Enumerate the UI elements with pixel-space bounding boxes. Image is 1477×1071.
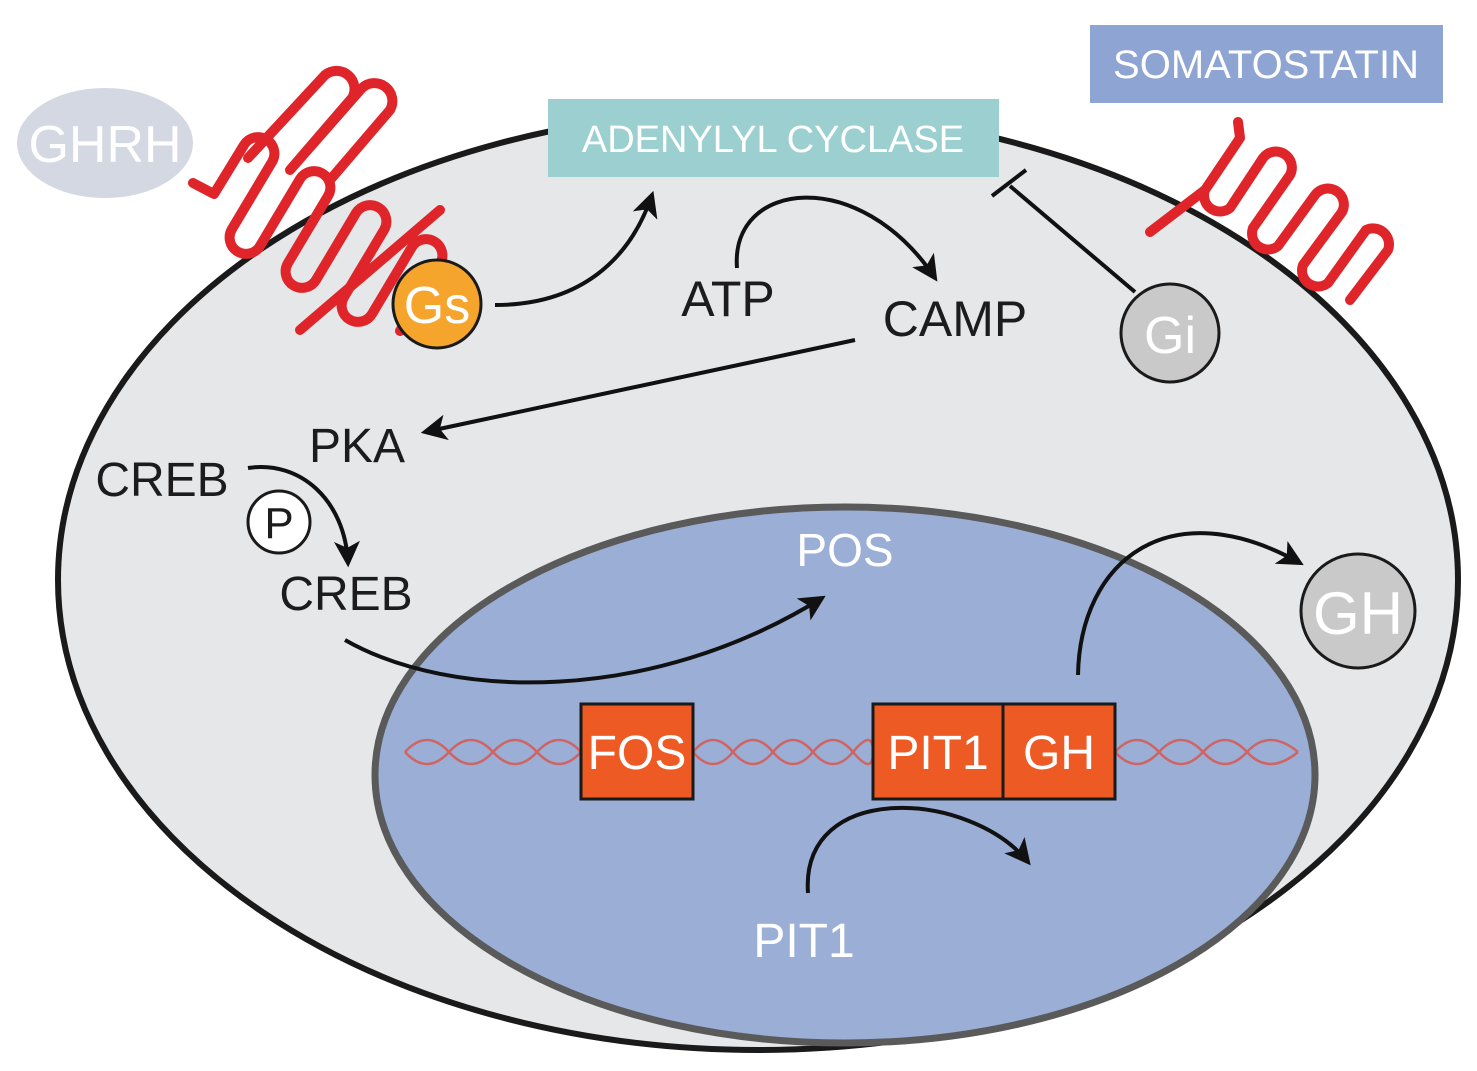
arrow-creb-phosphorylation (247, 465, 360, 568)
adenylyl-cyclase-box (548, 99, 999, 177)
creb-bottom-label: CREB (279, 568, 412, 621)
arrow-pit1-to-gh (805, 806, 1031, 894)
camp-label: CAMP (883, 291, 1027, 347)
arrow-gh-secretion (1076, 531, 1304, 676)
inhibition-gi-cyclase (990, 168, 1137, 294)
arrow-camp-to-pka (420, 338, 856, 441)
dna-helix (404, 738, 1299, 766)
ghrh-receptor (188, 132, 448, 336)
gi-protein (1119, 282, 1221, 384)
adenylyl-cyclase-label: ADENYLYL CYCLASE (582, 119, 964, 161)
somatostatin-receptor (1145, 117, 1394, 305)
pka-label: PKA (309, 420, 405, 473)
gh-gene-box (1001, 702, 1117, 801)
pit1-protein-label: PIT1 (753, 915, 854, 968)
creb-top-label: CREB (95, 454, 228, 507)
arrow-gs-to-cyclase (494, 190, 658, 307)
arrow-creb-to-fos (344, 595, 826, 685)
ghrh-receptor-loops (243, 65, 398, 185)
fos-gene-label: FOS (588, 727, 687, 780)
somatostatin-label: SOMATOSTATIN (1113, 43, 1419, 87)
fos-gene-box (579, 702, 695, 801)
phosphate-label: P (264, 499, 293, 548)
gs-protein (391, 258, 483, 350)
gi-label: Gi (1144, 307, 1196, 365)
ghrh-label: GHRH (28, 116, 181, 174)
gh-secreted (1299, 552, 1417, 670)
gs-label: Gs (404, 277, 470, 335)
phosphate-circle (246, 489, 312, 555)
pit1-gene-label: PIT1 (887, 727, 988, 780)
ghrh-ligand (17, 88, 193, 198)
pit1-gene-box (871, 702, 1005, 801)
pos-label: POS (796, 524, 893, 576)
gh-gene-label: GH (1023, 727, 1095, 780)
gh-secreted-label: GH (1313, 580, 1403, 647)
atp-label: ATP (681, 271, 775, 327)
somatostatin-box (1090, 25, 1443, 103)
arrow-atp-to-camp (734, 195, 938, 282)
